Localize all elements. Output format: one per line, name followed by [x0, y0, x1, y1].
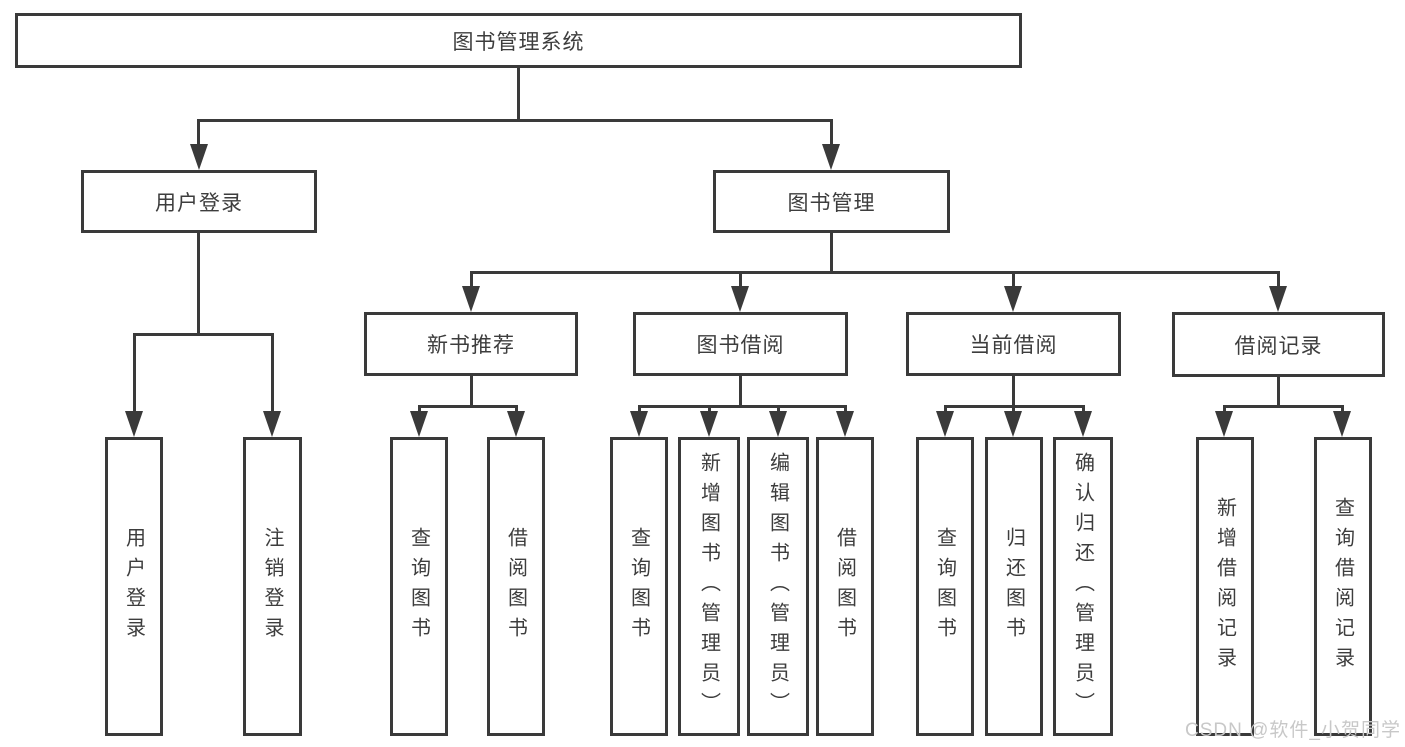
arrow-down-icon	[1074, 411, 1092, 437]
connector-line	[197, 121, 200, 146]
connector-line	[708, 407, 711, 413]
node-label: 用户登录	[122, 526, 145, 647]
connector-line	[1082, 407, 1085, 413]
connector-line	[517, 68, 520, 122]
connector-line	[470, 376, 473, 407]
connector-line	[830, 233, 833, 274]
leaf-confirm-return-admin: 确认归还（管理员）	[1053, 437, 1113, 736]
connector-line	[133, 333, 274, 336]
leaf-borrow-books-recommend: 借阅图书	[487, 437, 545, 736]
leaf-query-borrow-record: 查询借阅记录	[1314, 437, 1372, 736]
leaf-return-books: 归还图书	[985, 437, 1043, 736]
arrow-down-icon	[190, 144, 208, 170]
connector-line	[944, 407, 947, 413]
arrow-down-icon	[462, 286, 480, 312]
connector-line	[470, 271, 1280, 274]
arrow-down-icon	[822, 144, 840, 170]
arrow-down-icon	[836, 411, 854, 437]
connector-line	[133, 335, 136, 413]
connector-line	[638, 407, 641, 413]
connector-line	[1223, 405, 1344, 408]
node-label: 当前借阅	[969, 334, 1058, 357]
node-label: 图书管理系统	[452, 30, 585, 54]
node-label: 新书推荐	[427, 334, 515, 357]
node-label: 新增图书（管理员）	[697, 451, 720, 722]
node-label: 图书管理	[787, 191, 876, 215]
arrow-down-icon	[1004, 411, 1022, 437]
connector-line	[739, 376, 742, 407]
node-label: 借阅图书	[504, 526, 527, 647]
arrow-down-icon	[731, 286, 749, 312]
node-label: 编辑图书（管理员）	[766, 451, 789, 722]
leaf-query-books-recommend: 查询图书	[390, 437, 448, 736]
connector-line	[1277, 377, 1280, 407]
connector-line	[515, 407, 518, 413]
node-label: 查询借阅记录	[1331, 496, 1354, 677]
connector-line	[1277, 273, 1280, 288]
connector-line	[1341, 407, 1344, 413]
connector-line	[470, 273, 473, 288]
leaf-add-borrow-record: 新增借阅记录	[1196, 437, 1254, 736]
node-book-management: 图书管理	[713, 170, 950, 233]
arrow-down-icon	[410, 411, 428, 437]
connector-line	[844, 407, 847, 413]
arrow-down-icon	[507, 411, 525, 437]
node-borrowing-records: 借阅记录	[1172, 312, 1385, 377]
leaf-query-books-current: 查询图书	[916, 437, 974, 736]
arrow-down-icon	[936, 411, 954, 437]
arrow-down-icon	[1333, 411, 1351, 437]
node-label: 图书借阅	[696, 334, 785, 357]
node-label: 查询图书	[933, 526, 956, 647]
node-book-borrowing: 图书借阅	[633, 312, 848, 376]
arrow-down-icon	[1269, 286, 1287, 312]
arrow-down-icon	[1004, 286, 1022, 312]
connector-line	[1012, 273, 1015, 288]
leaf-user-login: 用户登录	[105, 437, 163, 736]
watermark: CSDN @软件_小贺同学	[1185, 720, 1401, 741]
connector-line	[271, 335, 274, 413]
connector-line	[944, 405, 1085, 408]
leaf-query-books-borrowing: 查询图书	[610, 437, 668, 736]
connector-line	[1223, 407, 1226, 413]
connector-line	[1012, 407, 1015, 413]
arrow-down-icon	[769, 411, 787, 437]
node-label: 用户登录	[155, 191, 243, 215]
node-new-book-recommend: 新书推荐	[364, 312, 578, 376]
connector-line	[418, 405, 518, 408]
connector-line	[830, 121, 833, 146]
node-label: 查询图书	[627, 526, 650, 647]
arrow-down-icon	[125, 411, 143, 437]
leaf-add-books-admin: 新增图书（管理员）	[678, 437, 740, 736]
connector-line	[638, 405, 847, 408]
node-label: 确认归还（管理员）	[1071, 451, 1094, 722]
connector-line	[197, 119, 833, 122]
node-label: 注销登录	[261, 526, 283, 647]
node-label: 归还图书	[1002, 526, 1025, 647]
connector-line	[1012, 376, 1015, 407]
node-library-system: 图书管理系统	[15, 13, 1022, 68]
node-label: 借阅图书	[833, 526, 856, 647]
node-current-borrowing: 当前借阅	[906, 312, 1121, 376]
arrow-down-icon	[263, 411, 281, 437]
connector-line	[777, 407, 780, 413]
node-user-login: 用户登录	[81, 170, 317, 233]
leaf-edit-books-admin: 编辑图书（管理员）	[747, 437, 809, 736]
leaf-borrow-books: 借阅图书	[816, 437, 874, 736]
node-label: 新增借阅记录	[1213, 496, 1236, 677]
node-label: 借阅记录	[1234, 334, 1323, 358]
connector-line	[739, 273, 742, 288]
connector-line	[418, 407, 421, 413]
leaf-logout: 注销登录	[243, 437, 302, 736]
arrow-down-icon	[630, 411, 648, 437]
node-label: 查询图书	[407, 526, 430, 647]
arrow-down-icon	[1215, 411, 1233, 437]
arrow-down-icon	[700, 411, 718, 437]
connector-line	[197, 233, 200, 336]
